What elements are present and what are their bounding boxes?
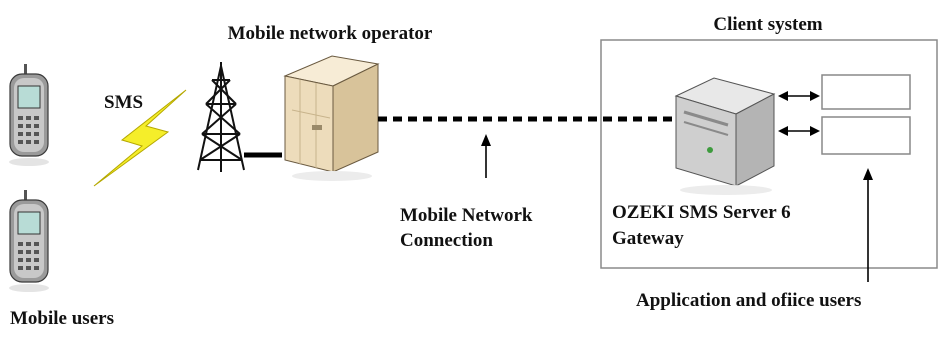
lightning-bolt-icon xyxy=(93,89,187,187)
mobile-phone-icon xyxy=(9,190,49,292)
connection-label-line1: Mobile Network xyxy=(400,205,533,226)
connection-pointer-arrow xyxy=(481,134,491,178)
antenna-tower-icon xyxy=(197,62,245,172)
connection-label-line2: Connection xyxy=(400,230,493,251)
client-system-title: Client system xyxy=(713,14,822,35)
app-link-arrow xyxy=(778,91,820,101)
mobile-users-label: Mobile users xyxy=(10,308,114,329)
app-link-arrow xyxy=(778,126,820,136)
application-box xyxy=(821,74,911,110)
app-users-pointer-arrow xyxy=(863,168,873,282)
server-tower-icon xyxy=(674,77,776,195)
server-label-line2: Gateway xyxy=(612,228,684,249)
operator-title: Mobile network operator xyxy=(228,23,433,44)
server-label-line1: OZEKI SMS Server 6 xyxy=(612,202,791,223)
server-cabinet-icon xyxy=(283,55,380,181)
application-box xyxy=(821,116,911,155)
mobile-phone-icon xyxy=(9,64,49,166)
sms-label: SMS xyxy=(104,92,143,113)
app-users-label: Application and ofiice users xyxy=(636,290,861,311)
